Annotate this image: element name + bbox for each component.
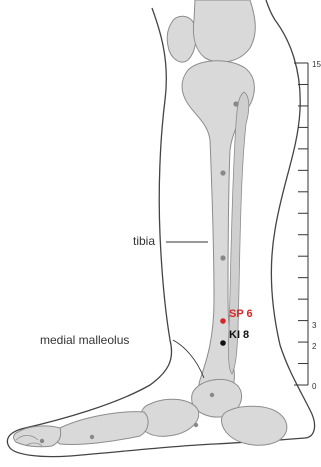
scale-label-3: 3 <box>312 321 317 330</box>
point-2 <box>220 170 225 175</box>
ki8-label: KI 8 <box>229 329 249 341</box>
point-6 <box>90 435 94 439</box>
tibia-label: tibia <box>133 234 155 248</box>
scale-label-0: 0 <box>312 382 317 391</box>
leg-outline <box>7 0 314 457</box>
medial-malleolus-label: medial malleolus <box>40 333 129 347</box>
point-1 <box>233 101 238 106</box>
patella-bone <box>167 16 196 62</box>
scale-label-2: 2 <box>312 342 317 351</box>
point-4 <box>210 393 214 397</box>
calcaneus-bone <box>222 406 287 445</box>
midfoot-bones <box>140 399 199 436</box>
point-3 <box>220 255 225 260</box>
medial-malleolus-leader <box>173 340 204 378</box>
femur-bone <box>193 0 255 62</box>
ki8-point <box>220 340 226 346</box>
scale-label-15: 15 <box>312 60 321 69</box>
sp6-label: SP 6 <box>229 308 253 320</box>
point-7 <box>40 439 44 443</box>
sp6-point <box>220 318 226 324</box>
measuring-scale <box>294 63 308 385</box>
point-5 <box>194 423 198 427</box>
